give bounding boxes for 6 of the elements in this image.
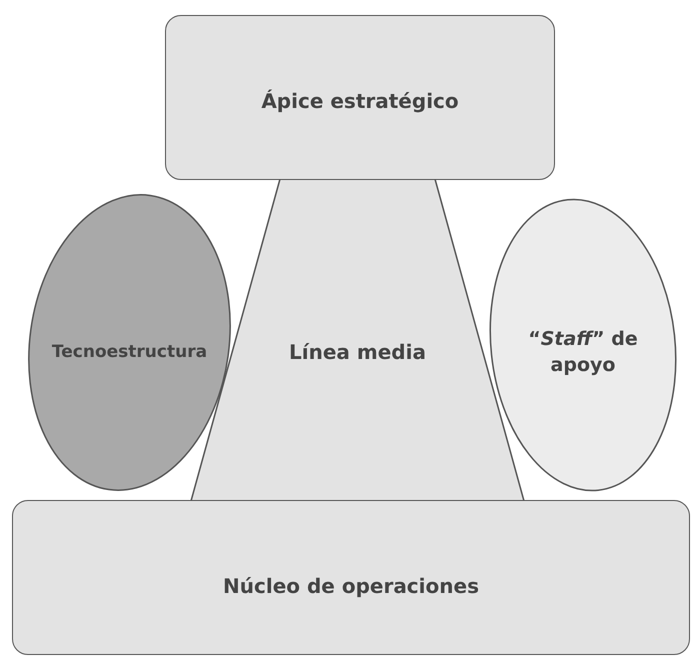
rounded-box	[165, 15, 555, 180]
rounded-box	[12, 500, 690, 655]
node-label: Tecnoestructura	[50, 341, 208, 364]
node-label: “Staff” de apoyo	[527, 327, 639, 378]
node-label: Núcleo de operaciones	[222, 573, 480, 599]
node-label: Ápice estratégico	[260, 88, 460, 114]
